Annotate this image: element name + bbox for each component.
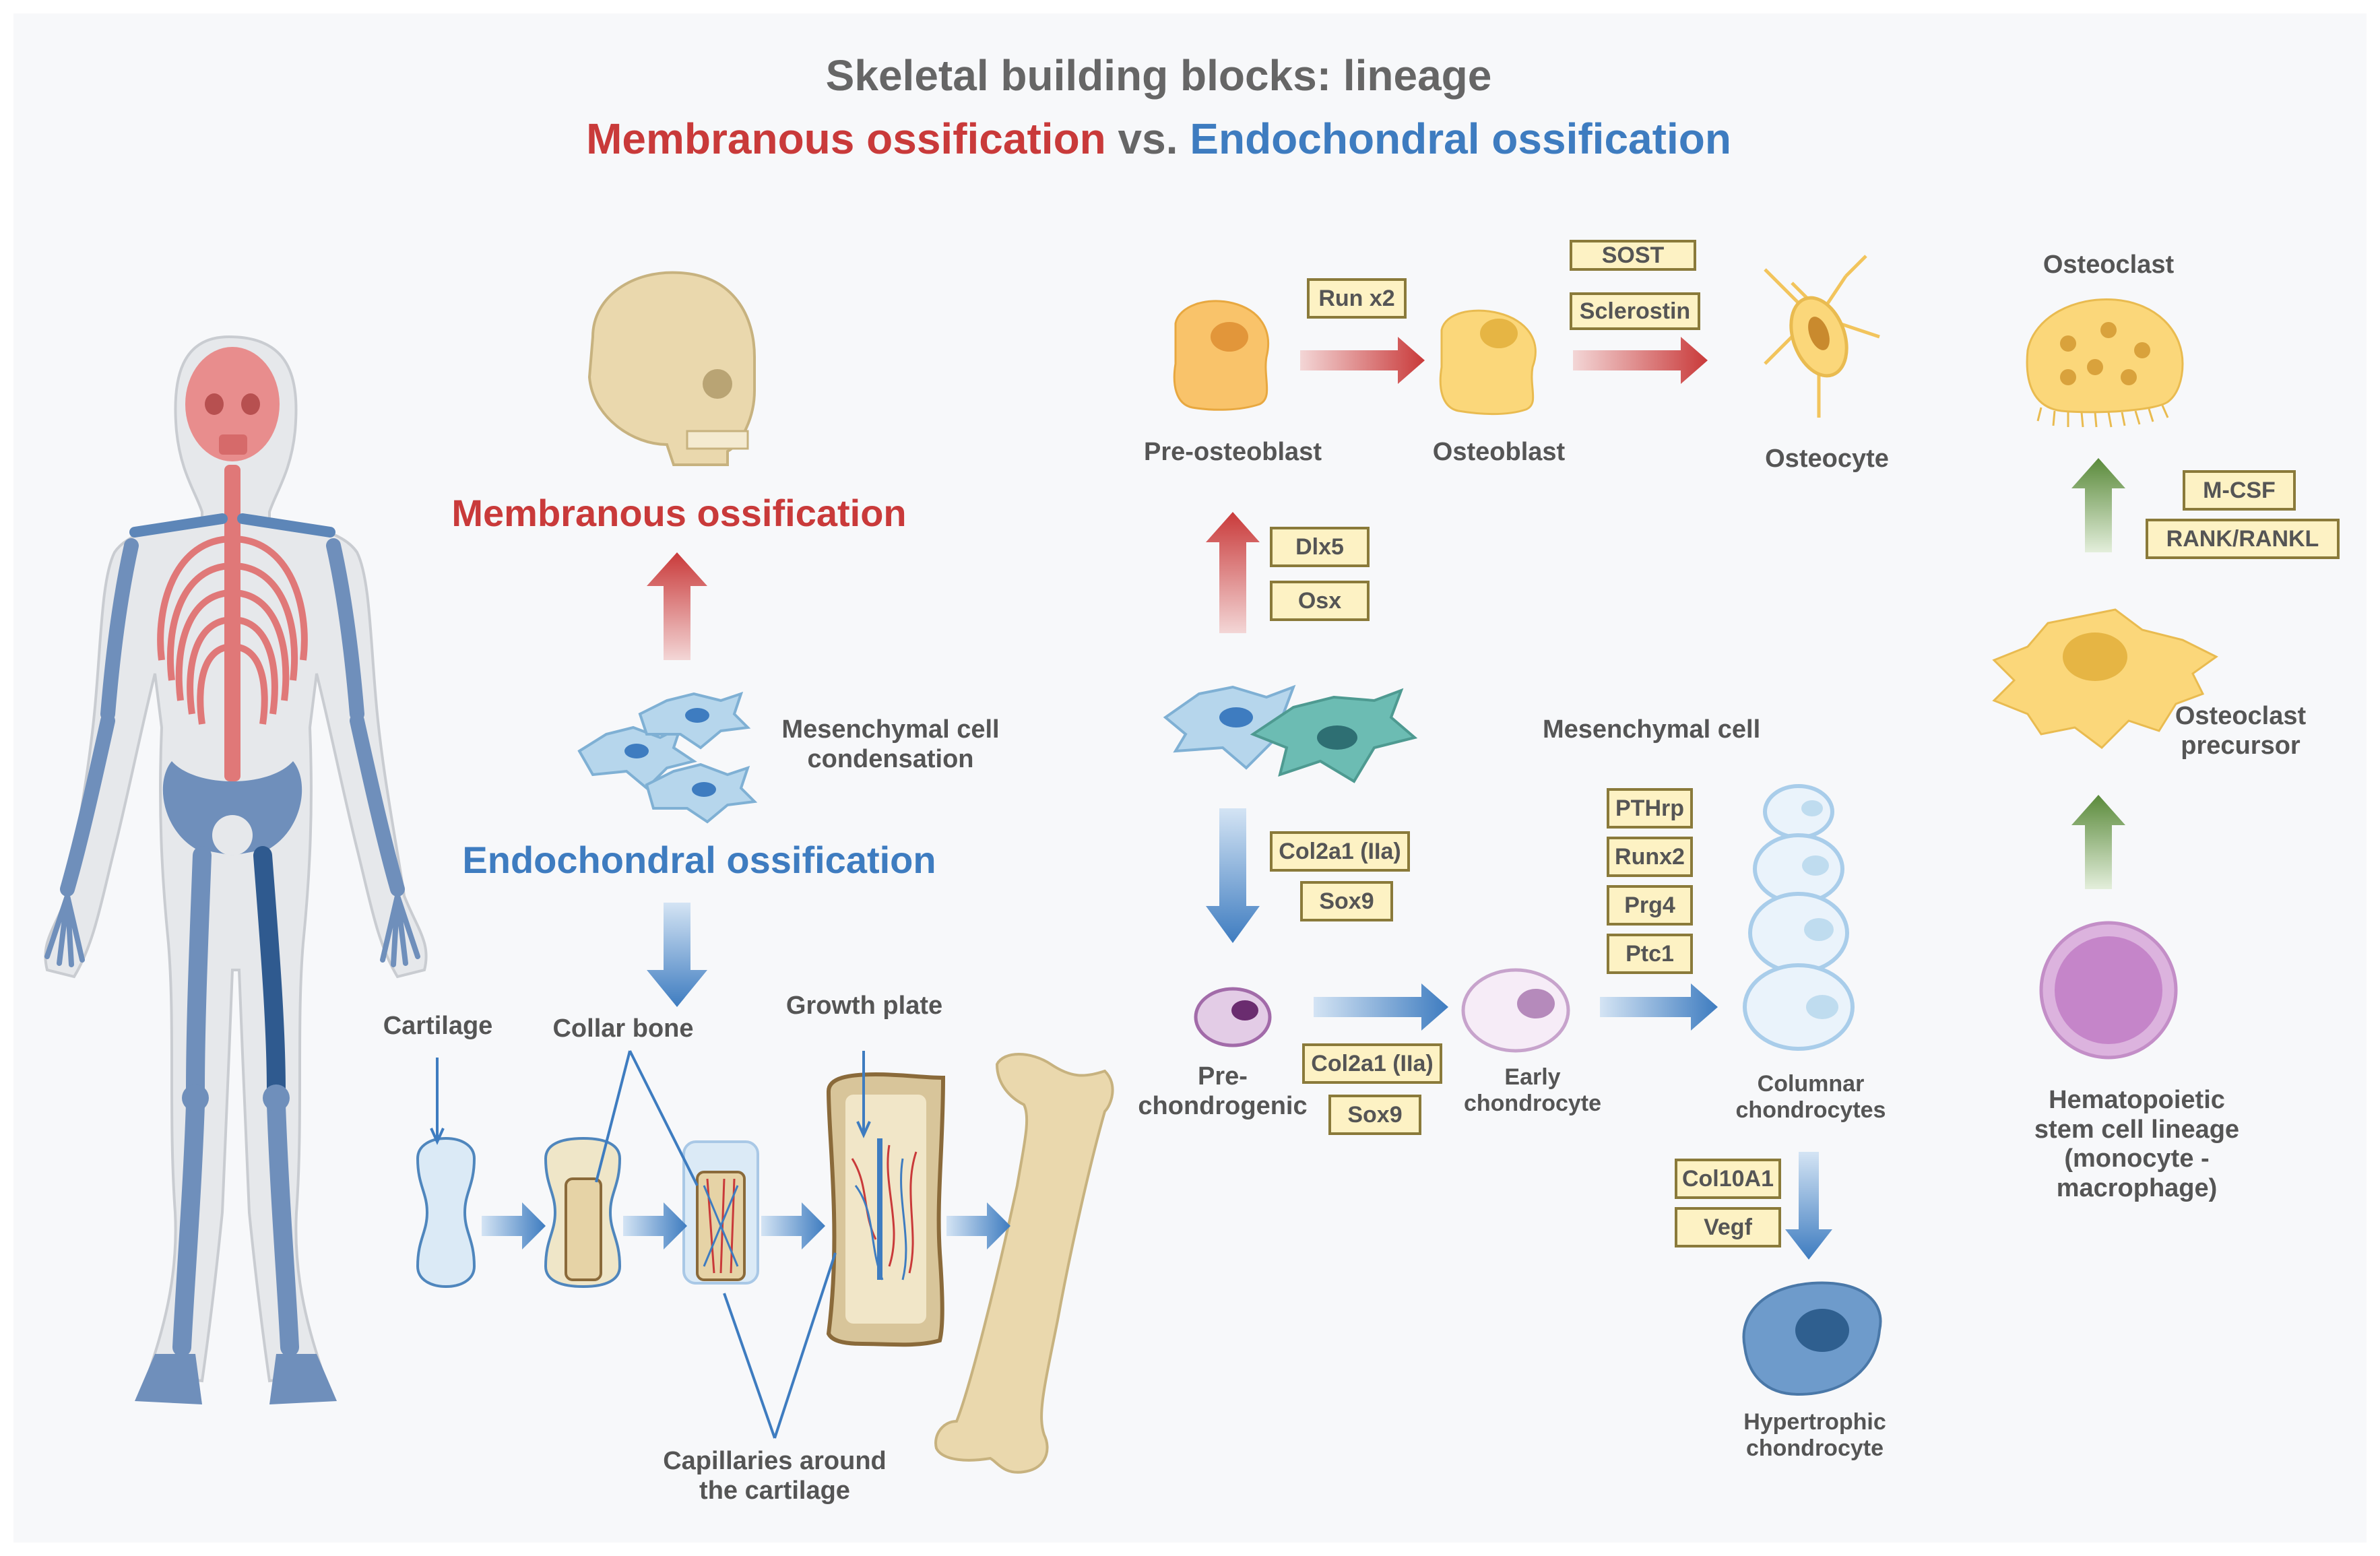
pre-chondrogenic-label: Pre- chondrogenic — [1138, 1062, 1308, 1120]
sost-arrow — [1573, 337, 1708, 384]
mesenchymal-cell-label: Mesenchymal cell — [1543, 715, 1761, 744]
marker-col2a1-a: Col2a1 (IIa) — [1270, 831, 1410, 872]
marker-mcsf: M-CSF — [2183, 470, 2296, 511]
marker-prg4: Prg4 — [1607, 885, 1693, 926]
marker-sost: SOST — [1570, 240, 1696, 271]
marker-col10a1: Col10A1 — [1675, 1159, 1781, 1199]
mcsf-arrow — [2071, 458, 2125, 552]
col2a1-arrow — [1206, 808, 1260, 943]
subtitle-vs: vs. — [1105, 115, 1190, 163]
collar-bone-vascular-icon — [682, 1140, 759, 1285]
growth-plate-label: Growth plate — [785, 992, 943, 1020]
columnar-label: Columnar chondrocytes — [1735, 1071, 1886, 1124]
osteocyte-label: Osteocyte — [1765, 445, 1889, 473]
hypertrophic-label: Hypertrophic chondrocyte — [1743, 1409, 1886, 1462]
columnar-arrow — [1785, 1152, 1832, 1260]
osteocyte-icon — [1764, 255, 1880, 418]
marker-rankl: RANK/RANKL — [2146, 519, 2340, 559]
membranous-label: Membranous ossification — [451, 492, 907, 534]
pre-chondrogenic-icon — [1194, 987, 1272, 1047]
marker-sclerostin: Sclerostin — [1570, 292, 1700, 330]
subtitle-membranous: Membranous ossification — [586, 115, 1106, 163]
bone-row-arrows — [482, 1202, 1010, 1250]
marker-ptc1: Ptc1 — [1607, 934, 1693, 974]
mesenchymal-cell-center-icon — [1163, 684, 1418, 783]
membranous-arrow — [647, 552, 707, 660]
figure-title: Skeletal building blocks: lineage — [825, 51, 1492, 100]
early-chondro-arrow — [1600, 983, 1718, 1031]
hsc-label: Hematopoietic stem cell lineage (monocyt… — [2034, 1086, 2240, 1203]
osteoclast-label: Osteoclast — [2043, 251, 2175, 279]
capillaries-label: Capillaries around the cartilage — [663, 1447, 887, 1505]
columnar-chondrocytes-icon — [1743, 784, 1855, 1051]
mesenchymal-cell-icon — [577, 691, 758, 824]
mesenchymal-condensation-label: Mesenchymal cell condensation — [781, 715, 1000, 773]
figure-subtitle: Membranous ossification vs. Endochondral… — [586, 115, 1731, 164]
marker-osx: Osx — [1270, 581, 1370, 621]
marker-col2a1-b: Col2a1 (IIa) — [1302, 1043, 1442, 1084]
figure-panel — [13, 13, 2367, 1543]
dlx5-arrow — [1206, 512, 1260, 633]
osteoblast-icon — [1439, 309, 1537, 416]
endochondral-label: Endochondral ossification — [462, 839, 936, 881]
collar-bone-icon — [544, 1136, 622, 1289]
pre-osteoblast-label: Pre-osteoblast — [1144, 438, 1322, 466]
human-skeleton-icon — [44, 335, 428, 1404]
skull-icon — [587, 271, 756, 466]
pointer-lines — [430, 1050, 871, 1439]
pre-osteoblast-icon — [1173, 300, 1270, 411]
femur-icon — [934, 1053, 1114, 1474]
growth-plate-icon — [826, 1072, 946, 1347]
osteoclast-precursor-icon — [1992, 608, 2218, 749]
hypertrophic-chondrocyte-icon — [1742, 1281, 1882, 1396]
osteoblast-label: Osteoblast — [1432, 438, 1566, 466]
marker-sox9-b: Sox9 — [1328, 1095, 1421, 1135]
cartilage-icon — [416, 1136, 476, 1289]
early-chondrocyte-label: Early chondrocyte — [1463, 1064, 1602, 1117]
marker-vegf: Vegf — [1675, 1207, 1781, 1247]
collar-bone-label: Collar bone — [552, 1014, 694, 1043]
hsc-arrow — [2071, 795, 2125, 889]
endochondral-arrow — [647, 903, 707, 1007]
marker-sox9-a: Sox9 — [1300, 881, 1393, 921]
pre-chondro-arrow — [1314, 983, 1448, 1031]
early-chondrocyte-icon — [1461, 968, 1570, 1053]
osteoclast-icon — [2026, 298, 2184, 428]
cartilage-label: Cartilage — [383, 1012, 493, 1040]
runx2-arrow — [1300, 337, 1425, 384]
marker-runx2: Run x2 — [1307, 278, 1407, 319]
subtitle-endochondral: Endochondral ossification — [1190, 115, 1731, 163]
osteoclast-precursor-label: Osteoclast precursor — [2175, 702, 2307, 760]
marker-runx2-chondro: Runx2 — [1607, 837, 1693, 877]
hsc-icon — [2039, 921, 2178, 1060]
marker-pthrp: PTHrp — [1607, 788, 1693, 829]
marker-dlx5: Dlx5 — [1270, 527, 1370, 567]
